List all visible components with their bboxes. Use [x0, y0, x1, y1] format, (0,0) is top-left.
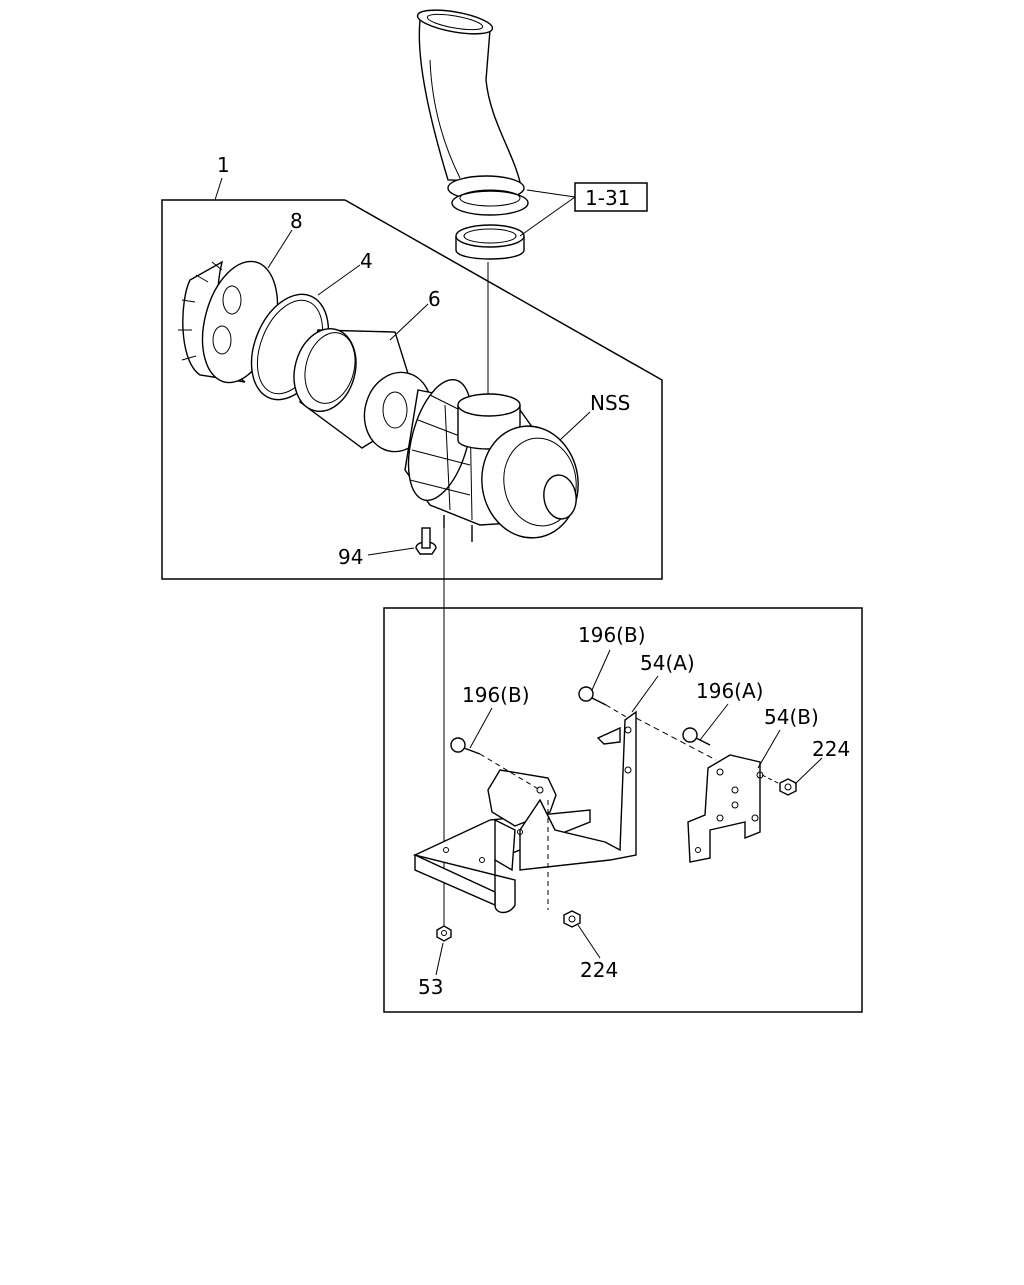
label-bracket-b: 54(B) [764, 705, 819, 729]
nut-bottom [547, 800, 581, 928]
label-nut-right: 224 [812, 737, 850, 761]
filter-element [293, 327, 433, 453]
label-element: 6 [428, 287, 441, 311]
mounting-bracket [412, 710, 637, 914]
label-valve: 94 [338, 545, 363, 569]
intake-ref-label: 1-31 [585, 186, 630, 210]
bolt-left [450, 737, 541, 791]
hose-clamp [455, 224, 525, 260]
nut-right [761, 774, 797, 796]
label-nut-left: 53 [418, 975, 443, 999]
label-bolt-right: 196(A) [696, 679, 763, 703]
label-bracket-a: 54(A) [640, 651, 695, 675]
intake-duct [416, 9, 529, 216]
intake-reference: 1-31 [519, 182, 648, 237]
callout-leaders [214, 177, 823, 976]
bolt-top [578, 686, 629, 719]
label-cover: 8 [290, 209, 303, 233]
label-seal-ring: 4 [360, 249, 373, 273]
bolt-right [635, 717, 717, 761]
nut-left [436, 925, 452, 942]
bracket-54b [687, 754, 764, 863]
label-bolt-left: 196(B) [462, 683, 530, 707]
vacuator-valve [415, 527, 437, 555]
air-cleaner-housing [404, 378, 579, 542]
assembly-outline [161, 199, 663, 580]
label-assembly: 1 [217, 153, 230, 177]
label-nut-bottom: 224 [580, 958, 618, 982]
bracket-box [383, 607, 863, 1013]
label-bolt-top: 196(B) [578, 623, 646, 647]
label-housing: NSS [590, 391, 630, 415]
